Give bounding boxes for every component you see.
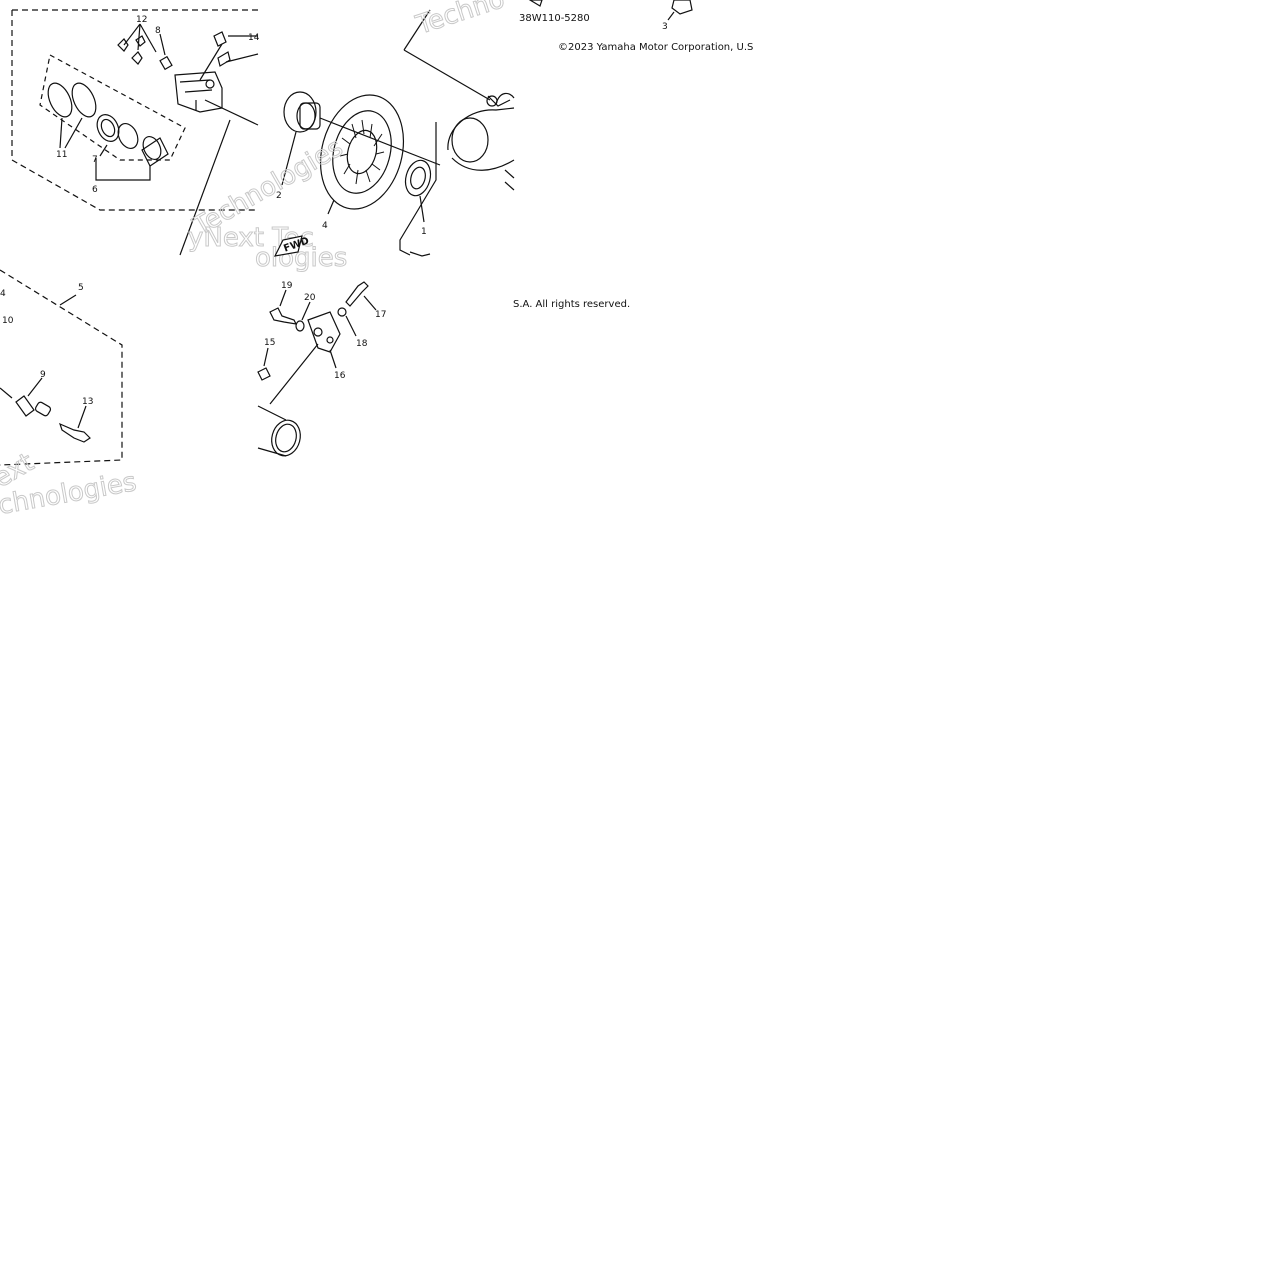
callout-4: 4 xyxy=(322,221,328,231)
wheel-hub xyxy=(283,91,317,133)
fwd-arrow xyxy=(273,235,303,257)
pad-clip xyxy=(117,35,146,65)
callout-7: 7 xyxy=(92,155,98,165)
union-bolt xyxy=(15,395,35,417)
callout-16: 16 xyxy=(334,371,346,381)
axle-nut-tile xyxy=(528,0,693,21)
callout-17: 17 xyxy=(375,310,386,320)
callout-6: 6 xyxy=(92,185,98,195)
brake-disc xyxy=(319,94,405,210)
axle-housing xyxy=(447,92,515,171)
seal-ring-b xyxy=(117,123,139,149)
callout-8: 8 xyxy=(155,26,161,36)
torque-arm-bracket xyxy=(307,311,341,353)
master-cylinder-tile xyxy=(0,269,123,466)
master-cylinder-dashed-frame xyxy=(0,269,123,466)
callout-1: 1 xyxy=(421,227,427,237)
axle-nut xyxy=(671,0,693,15)
callout-9: 9 xyxy=(40,370,46,380)
copyright-line-1: ©2023 Yamaha Motor Corporation, U.S xyxy=(558,42,753,53)
callout-5: 5 xyxy=(78,283,84,293)
brake-pad-b xyxy=(71,82,97,118)
caliper-body xyxy=(174,71,223,113)
oil-seal xyxy=(404,159,432,197)
callout-11: 11 xyxy=(56,150,67,160)
axle-tube xyxy=(257,405,287,457)
callout-13: 13 xyxy=(82,397,93,407)
callout-19: 19 xyxy=(281,281,293,291)
washer-20 xyxy=(295,320,305,332)
seal-ring-a xyxy=(96,114,120,142)
caliper-piston xyxy=(141,137,169,167)
callout-3: 3 xyxy=(662,22,668,32)
callout-10: 10 xyxy=(2,316,14,326)
caliper-pin xyxy=(213,31,231,67)
brake-pad-a xyxy=(47,82,73,118)
caliper-dashed-frame xyxy=(11,10,258,211)
bleed-screw xyxy=(159,55,173,71)
callout-14: 14 xyxy=(248,33,260,43)
hex-bolt xyxy=(59,422,91,443)
callout-18: 18 xyxy=(356,339,368,349)
caliper-assembly-tile xyxy=(11,9,259,256)
bolt-17 xyxy=(345,281,369,307)
watermark-1: Techno xyxy=(412,0,508,41)
torque-arm-tile xyxy=(257,281,377,457)
nut-18 xyxy=(337,307,347,317)
callout-12: 12 xyxy=(136,15,147,25)
watermark-6: ologies xyxy=(255,243,347,273)
callout-20: 20 xyxy=(304,293,316,303)
callout-15: 15 xyxy=(264,338,275,348)
callout-2: 2 xyxy=(276,191,282,201)
copyright-line-2: S.A. All rights reserved. xyxy=(513,299,630,310)
nut-15 xyxy=(257,367,271,381)
figure-code: 38W110-5280 xyxy=(519,13,590,24)
caliper-leader-to-disc xyxy=(204,99,259,126)
disc-hub-tile xyxy=(273,9,515,257)
callout-4b: 4 xyxy=(0,289,6,299)
seal-kit-dashed-frame xyxy=(39,54,186,161)
bolt-19 xyxy=(269,307,298,325)
